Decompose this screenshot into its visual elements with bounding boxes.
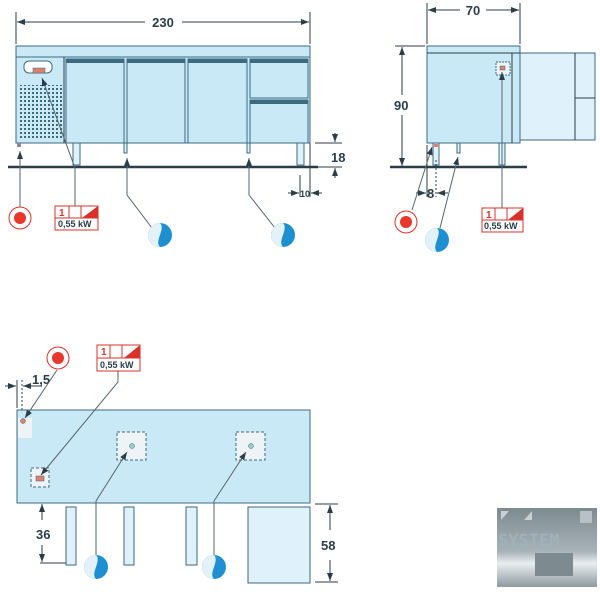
drawer-dimension: 58 — [321, 538, 335, 553]
leg-height-dimension: 18 — [331, 150, 345, 165]
control-panel-icon — [32, 67, 46, 74]
water-drain-icon — [84, 555, 108, 579]
leg-offset-dimension: 10 — [300, 189, 310, 199]
height-dimension: 90 — [394, 98, 408, 113]
system-logo: SYSTEM — [497, 508, 597, 587]
electric-connection-icon — [394, 210, 418, 234]
leg-dimension: 36 — [36, 527, 50, 542]
plan-outline — [16, 409, 311, 504]
water-drain-icon — [271, 223, 295, 247]
drawer-plan — [247, 506, 311, 584]
offset-dimension: 8 — [427, 186, 434, 201]
svg-text:SYSTEM: SYSTEM — [498, 531, 559, 551]
power-rating-icon: 1 0,55 kW — [481, 207, 524, 233]
electric-connection-icon — [46, 346, 70, 370]
electric-connection-icon — [8, 206, 32, 230]
depth-dimension: 70 — [466, 3, 480, 18]
power-rating-icon: 1 0,55 kW — [54, 205, 99, 231]
extended-drawer — [519, 52, 596, 141]
svg-text:0,55 kW: 0,55 kW — [484, 221, 518, 231]
svg-text:0,55 kW: 0,55 kW — [58, 219, 92, 229]
compressor-grille — [20, 85, 62, 140]
svg-text:1: 1 — [59, 208, 65, 219]
svg-text:1: 1 — [101, 347, 107, 358]
offset-dimension: 1,5 — [32, 372, 50, 387]
width-dimension: 230 — [152, 15, 174, 30]
water-drain-icon — [148, 223, 172, 247]
power-rating-icon: 1 0,55 kW — [96, 344, 141, 372]
doors — [65, 58, 309, 144]
worktop — [15, 45, 311, 58]
svg-text:1: 1 — [486, 210, 492, 221]
side-view: 70 90 8 1 0,55 kW — [390, 3, 596, 252]
plan-view: 1 0,55 kW 1,5 36 58 — [5, 344, 338, 584]
front-view: 230 18 10 — [8, 12, 345, 247]
svg-text:0,55 kW: 0,55 kW — [100, 360, 134, 370]
water-drain-icon — [425, 228, 449, 252]
water-drain-icon — [202, 555, 226, 579]
